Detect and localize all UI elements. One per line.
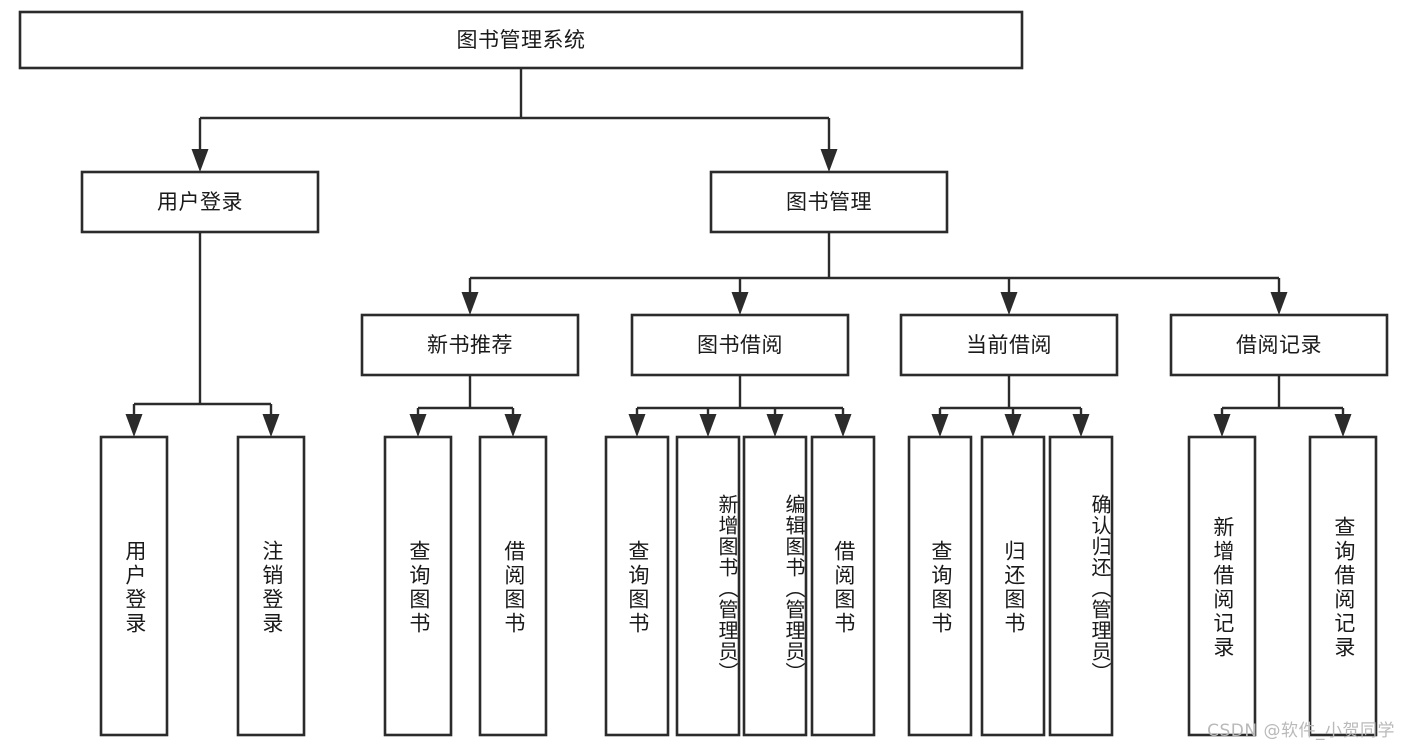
node-level2-label-user-login: 用户登录	[157, 190, 243, 214]
node-leaf-box-leaf-confirm-return[interactable]	[1048, 435, 1114, 737]
node-level3-label-book-borrow: 图书借阅	[697, 333, 783, 357]
arrow-down-icon	[628, 414, 646, 437]
node-level3-label-borrow-record: 借阅记录	[1236, 333, 1322, 357]
arrow-down-icon	[461, 292, 479, 315]
arrow-down-icon	[1072, 414, 1090, 437]
watermark-text: CSDN @软件_小贺同学	[1207, 721, 1395, 741]
node-leaf-box-leaf-query-book-3[interactable]	[907, 435, 973, 737]
node-level2-label-book-manage: 图书管理	[786, 190, 872, 214]
node-level3-box-borrow-record[interactable]	[1169, 313, 1389, 377]
node-level3-box-new-book-rec[interactable]	[360, 313, 580, 377]
node-leaf-box-leaf-borrow-book-2[interactable]	[810, 435, 876, 737]
arrow-down-icon	[504, 414, 522, 437]
node-level3-label-new-book-rec: 新书推荐	[427, 333, 513, 357]
node-leaf-box-leaf-add-book[interactable]	[675, 435, 741, 737]
arrow-down-icon	[1334, 414, 1352, 437]
node-level2-box-user-login[interactable]	[80, 170, 320, 234]
arrow-down-icon	[1004, 414, 1022, 437]
arrow-down-icon	[766, 414, 784, 437]
arrow-down-icon	[409, 414, 427, 437]
arrow-down-icon	[125, 414, 143, 437]
node-level3-box-current-borrow[interactable]	[899, 313, 1119, 377]
node-level2-box-book-manage[interactable]	[709, 170, 949, 234]
node-leaf-box-leaf-query-book-2[interactable]	[604, 435, 670, 737]
connector-layer	[125, 68, 1352, 437]
node-leaf-box-leaf-query-book-1[interactable]	[383, 435, 453, 737]
node-leaf-box-leaf-return-book[interactable]	[980, 435, 1046, 737]
node-leaf-box-leaf-user-login[interactable]	[99, 435, 169, 737]
arrow-down-icon	[1213, 414, 1231, 437]
node-level3-label-current-borrow: 当前借阅	[966, 333, 1052, 357]
node-level3-box-book-borrow[interactable]	[630, 313, 850, 377]
arrow-down-icon	[931, 414, 949, 437]
node-root-box[interactable]	[18, 10, 1024, 70]
arrow-down-icon	[820, 149, 838, 172]
arrow-down-icon	[1000, 292, 1018, 315]
arrow-down-icon	[699, 414, 717, 437]
node-leaf-box-leaf-query-record[interactable]	[1308, 435, 1378, 737]
node-leaf-box-leaf-borrow-book-1[interactable]	[478, 435, 548, 737]
node-leaf-box-leaf-edit-book[interactable]	[742, 435, 808, 737]
arrow-down-icon	[834, 414, 852, 437]
arrow-down-icon	[731, 292, 749, 315]
arrow-down-icon	[1270, 292, 1288, 315]
node-leaf-box-leaf-user-logout[interactable]	[236, 435, 306, 737]
arrow-down-icon	[191, 149, 209, 172]
node-box-layer	[18, 10, 1389, 737]
node-root-label: 图书管理系统	[457, 28, 586, 52]
arrow-down-icon	[262, 414, 280, 437]
node-leaf-box-leaf-add-record[interactable]	[1187, 435, 1257, 737]
